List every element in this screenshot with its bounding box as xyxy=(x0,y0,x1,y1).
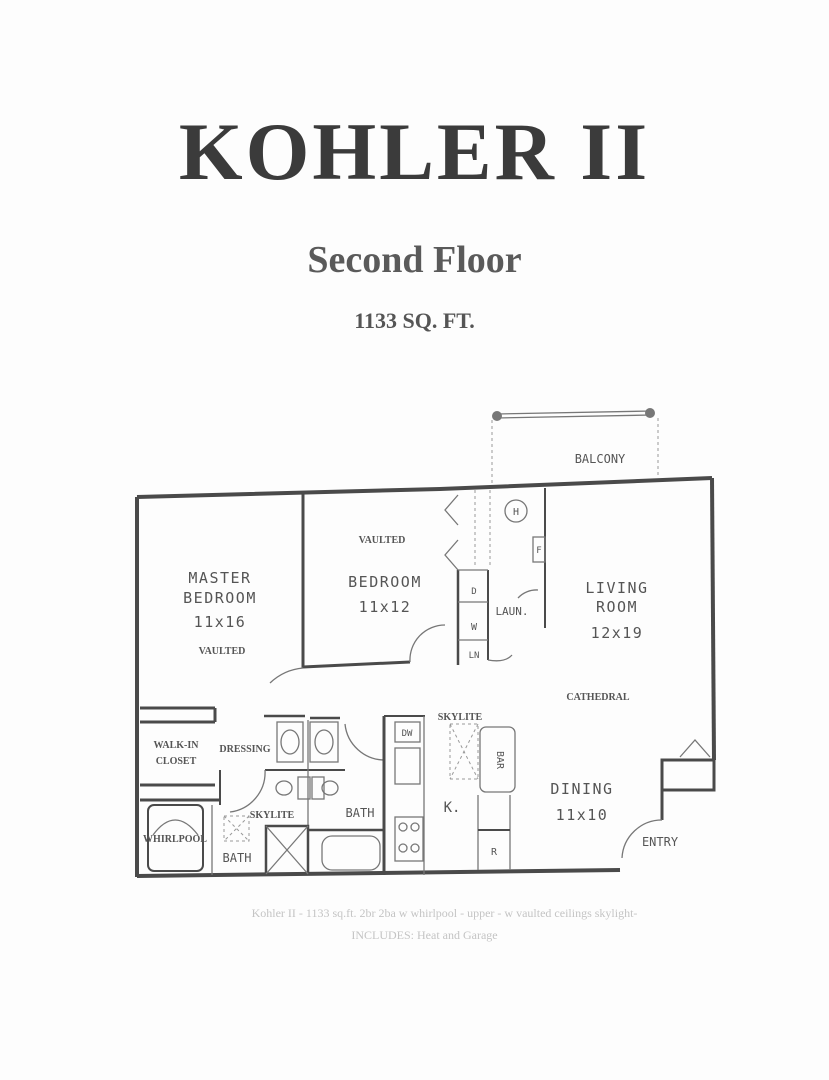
dining-size: 11x10 xyxy=(556,806,609,824)
living-room-size: 12x19 xyxy=(591,624,644,642)
linen-label: LN xyxy=(469,651,480,661)
bar-label: BAR xyxy=(494,751,505,770)
outer-walls xyxy=(135,476,716,878)
footer-includes: INCLUDES: Heat and Garage xyxy=(351,928,498,942)
entry-label: ENTRY xyxy=(642,835,679,849)
bedroom-label: BEDROOM xyxy=(348,573,422,591)
master-bedroom-label: MASTER xyxy=(188,569,251,587)
walk-in-closet-label: CLOSET xyxy=(156,756,197,767)
dressing-label: DRESSING xyxy=(219,744,270,755)
heater-label: H xyxy=(513,507,519,518)
living-room-note: CATHEDRAL xyxy=(566,692,629,703)
living-room-label: ROOM xyxy=(596,598,638,616)
furnace-label: F xyxy=(536,546,541,556)
bath-label: BATH xyxy=(346,806,375,820)
interior-walls xyxy=(140,488,546,876)
laundry-label: LAUN. xyxy=(495,605,528,618)
master-bedroom-size: 11x16 xyxy=(194,613,247,631)
balcony xyxy=(491,408,659,485)
master-bedroom-note: VAULTED xyxy=(199,646,246,657)
square-footage: 1133 SQ. FT. xyxy=(354,308,475,333)
dryer-label: D xyxy=(471,587,476,597)
master-bedroom-label: BEDROOM xyxy=(183,589,257,607)
washer-label: W xyxy=(471,622,478,633)
kitchen-skylite-label: SKYLITE xyxy=(438,712,483,723)
dining-label: DINING xyxy=(550,780,613,798)
floor-subtitle: Second Floor xyxy=(307,239,522,281)
kitchen-label: K. xyxy=(444,800,461,816)
bedroom-note: VAULTED xyxy=(359,535,406,546)
page-title: KOHLER II xyxy=(178,106,651,197)
master-bath-label: BATH xyxy=(223,851,252,865)
footer-description: Kohler II - 1133 sq.ft. 2br 2ba w whirlp… xyxy=(251,906,638,920)
bedroom-size: 11x12 xyxy=(359,598,412,616)
living-room-label: LIVING xyxy=(585,579,648,597)
walk-in-closet-label: WALK-IN xyxy=(153,740,199,751)
whirlpool-label: WHIRLPOOL xyxy=(143,834,207,845)
balcony-label: BALCONY xyxy=(575,452,626,466)
dishwasher-label: DW xyxy=(402,729,413,739)
refrigerator-label: R xyxy=(491,847,498,858)
master-skylite-label: SKYLITE xyxy=(250,810,295,821)
